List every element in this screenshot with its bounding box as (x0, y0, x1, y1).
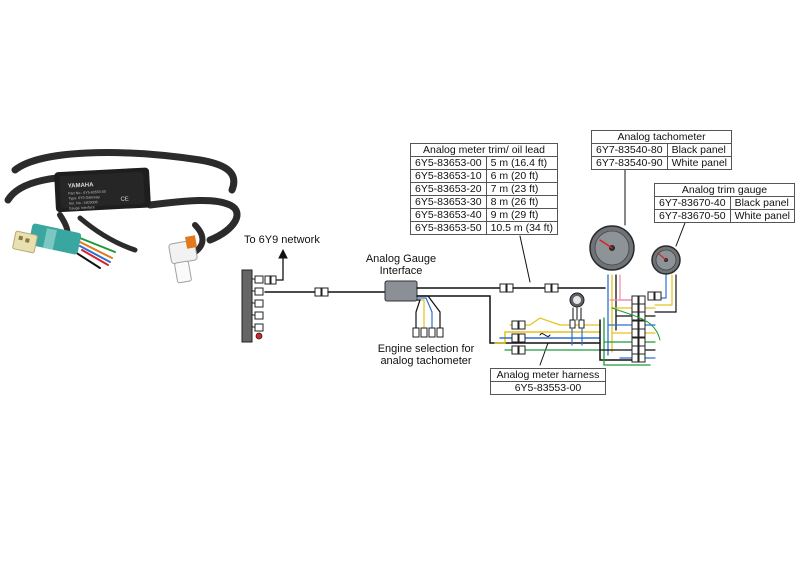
wiring-schematic (241, 159, 691, 366)
white-connector (168, 235, 198, 284)
part-number: 6Y5-83653-10 (410, 169, 487, 183)
table-row: 6Y5-83653-00 5 m (16.4 ft) (410, 156, 559, 170)
module-line-2: Type: 6Y5 Gateway (68, 195, 100, 201)
module-line-4: Gauge Interface (69, 205, 95, 210)
analog-trim-gauge (651, 245, 681, 275)
lead-length: 5 m (16.4 ft) (485, 156, 559, 170)
trim-oil-lead-header: Analog meter trim/ oil lead (409, 143, 559, 157)
part-number: 6Y5-83553-00 (490, 381, 606, 395)
part-number: 6Y5-83653-20 (410, 182, 487, 196)
table-row: 6Y7-83540-80 Black panel (591, 143, 733, 157)
table-row: 6Y5-83653-20 7 m (23 ft) (410, 182, 559, 196)
analog-tachometer-gauge (589, 225, 635, 271)
lead-length: 8 m (26 ft) (485, 195, 559, 209)
part-number: 6Y7-83670-50 (654, 209, 731, 223)
analog-gauge-interface-label: Analog Gauge Interface (365, 253, 437, 277)
table-row: 6Y5-83653-50 10.5 m (34 ft) (410, 221, 559, 235)
product-photo: YAMAHA Part No.: 6Y5-83553-00 Type: 6Y5 … (4, 149, 241, 284)
part-number: 6Y7-83540-80 (591, 143, 668, 157)
panel-type: White panel (666, 156, 733, 170)
part-number: 6Y5-83653-40 (410, 208, 487, 222)
analog-meter-harness-table: Analog meter harness 6Y5-83553-00 (490, 368, 606, 395)
part-number: 6Y5-83653-00 (410, 156, 487, 170)
engine-selection-label: Engine selection for analog tachometer (377, 343, 475, 367)
module-line-3: Ser. No.: 1803006 (69, 200, 98, 206)
part-number: 6Y5-83653-30 (410, 195, 487, 209)
teal-connector (12, 223, 82, 255)
table-row: 6Y5-83653-40 9 m (29 ft) (410, 208, 559, 222)
table-row: 6Y5-83653-10 6 m (20 ft) (410, 169, 559, 183)
network-label: To 6Y9 network (244, 234, 320, 246)
interface-module: YAMAHA Part No.: 6Y5-83553-00 Type: 6Y5 … (54, 167, 151, 213)
trim-oil-lead-table: Analog meter trim/ oil lead 6Y5-83653-00… (409, 143, 559, 235)
lead-length: 9 m (29 ft) (485, 208, 559, 222)
ce-mark: CE (120, 197, 129, 203)
analog-tachometer-header: Analog tachometer (590, 130, 733, 144)
panel-type: White panel (729, 209, 796, 223)
panel-type: Black panel (666, 143, 733, 157)
panel-type: Black panel (729, 196, 796, 210)
gauge-bundle (599, 274, 677, 366)
part-number: 6Y7-83540-90 (591, 156, 668, 170)
network-arrow (264, 248, 288, 285)
analog-gauge-interface-box (384, 280, 418, 302)
table-row: 6Y5-83553-00 (490, 381, 606, 395)
table-row: 6Y7-83670-50 White panel (654, 209, 796, 223)
analog-trim-gauge-table: Analog trim gauge 6Y7-83670-40 Black pan… (653, 183, 796, 223)
harness-wires (494, 317, 601, 355)
part-number: 6Y5-83653-50 (410, 221, 487, 235)
analog-meter-harness-header: Analog meter harness (490, 368, 606, 382)
network-terminal-block (241, 269, 264, 343)
lead-length: 10.5 m (34 ft) (485, 221, 559, 235)
lead-length: 7 m (23 ft) (485, 182, 559, 196)
part-number: 6Y7-83670-40 (654, 196, 731, 210)
engine-selection-leads (412, 295, 444, 338)
module-brand: YAMAHA (68, 182, 95, 189)
inline-connector (314, 287, 329, 297)
table-row: 6Y5-83653-30 8 m (26 ft) (410, 195, 559, 209)
analog-tachometer-table: Analog tachometer 6Y7-83540-80 Black pan… (590, 130, 733, 170)
analog-trim-gauge-header: Analog trim gauge (653, 183, 796, 197)
module-line-1: Part No.: 6Y5-83553-00 (68, 190, 106, 196)
trim-oil-lead-connector (499, 283, 514, 293)
table-row: 6Y7-83670-40 Black panel (654, 196, 796, 210)
lead-length: 6 m (20 ft) (485, 169, 559, 183)
small-gauge (569, 292, 585, 346)
table-row: 6Y7-83540-90 White panel (591, 156, 733, 170)
